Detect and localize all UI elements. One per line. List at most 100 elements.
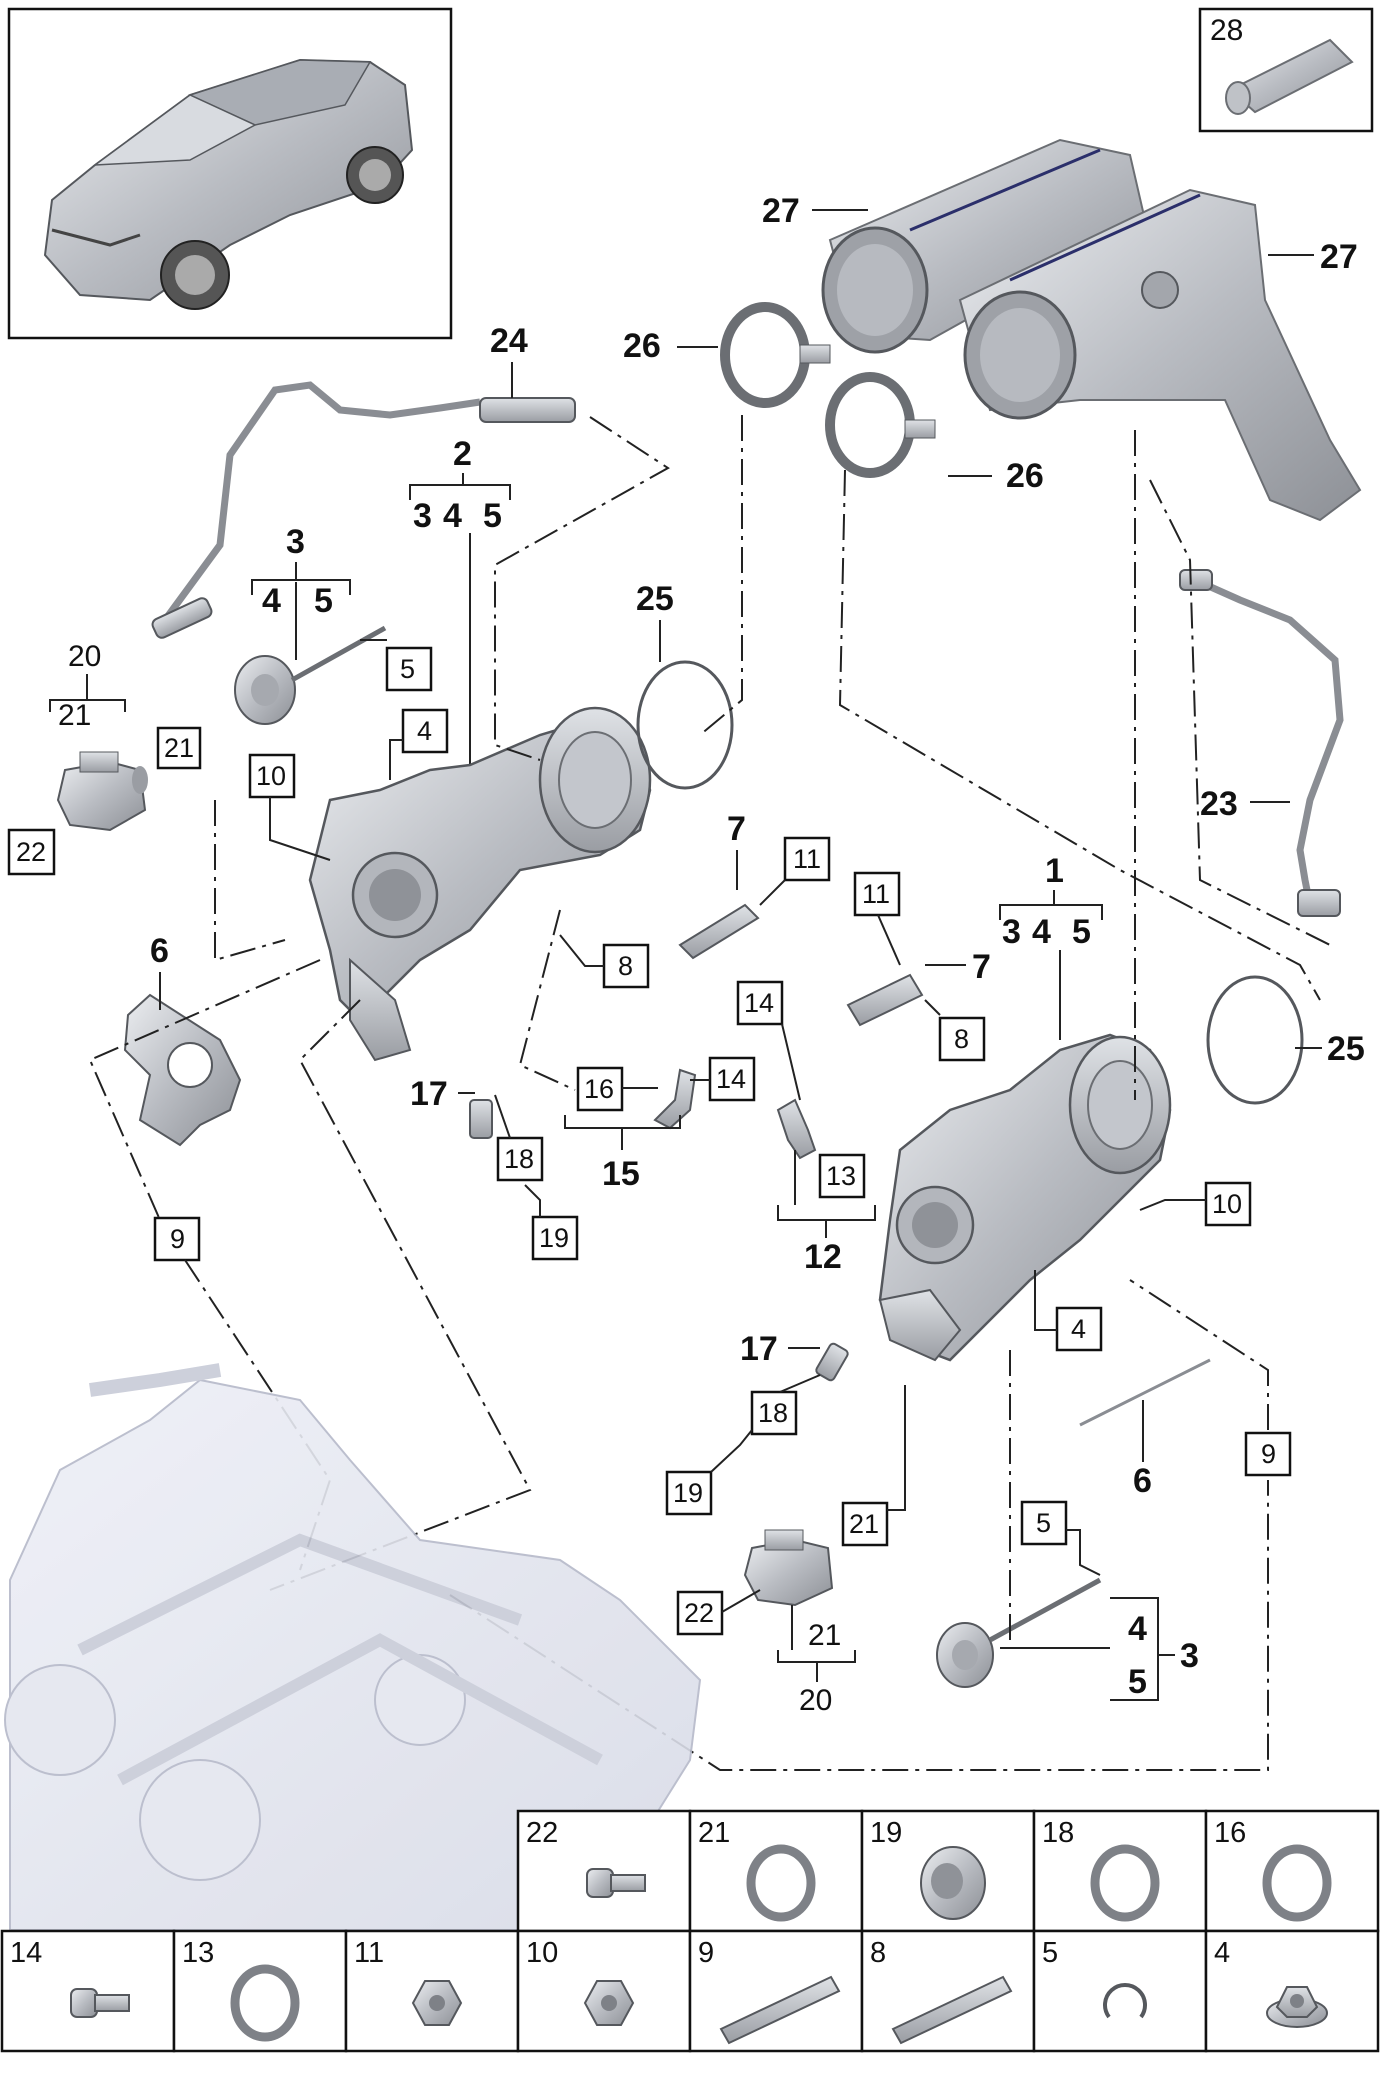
car-illustration	[43, 58, 414, 310]
legend-cell-number: 22	[526, 1817, 558, 1849]
legend-cell-number: 9	[698, 1937, 714, 1969]
nut-icon	[411, 1980, 463, 2026]
callout-14-left: 14	[716, 1064, 746, 1094]
callout-27-right: 27	[1320, 238, 1358, 276]
callout-21-right-group: 21	[808, 1619, 841, 1652]
legend-cell-number: 8	[870, 1937, 886, 1969]
plug-icon	[920, 1846, 986, 1920]
callout-13: 13	[826, 1161, 856, 1191]
pressure-sensor-left	[56, 751, 148, 832]
callout-17-right: 17	[740, 1330, 778, 1368]
callout-3-upper-sub-5: 5	[314, 582, 333, 620]
flange-nut-icon	[1266, 1986, 1328, 2028]
legend-cell-number: 18	[1042, 1817, 1074, 1849]
callout-9-left: 9	[170, 1224, 185, 1254]
box-21-right	[841, 1501, 889, 1547]
callout-10-right: 10	[1212, 1189, 1242, 1219]
box-19-right	[665, 1470, 713, 1516]
box-11-right	[853, 871, 901, 917]
bolt-icon	[586, 1868, 646, 1898]
box-11-upper	[783, 836, 831, 882]
legend-cell-number: 10	[526, 1937, 558, 1969]
callout-20-lower: 20	[799, 1684, 832, 1717]
box-22-right	[676, 1590, 724, 1636]
callout-19-right: 19	[673, 1478, 703, 1508]
callout-17-left: 17	[410, 1075, 448, 1113]
callout-19-left: 19	[539, 1223, 569, 1253]
catalytic-converter-right	[958, 188, 1362, 522]
box-10-upper	[248, 753, 296, 799]
turbocharger-left	[308, 706, 652, 1062]
callout-23: 23	[1200, 785, 1238, 823]
box-8-right	[938, 1016, 986, 1062]
callout-1-sub-5: 5	[1072, 913, 1091, 951]
legend-cell: 22	[516, 1809, 692, 1933]
callout-20-upper: 20	[68, 640, 101, 673]
wastegate-actuator-lower	[936, 1577, 1102, 1688]
vehicle-inset	[7, 7, 453, 340]
legend-cell: 16	[1204, 1809, 1380, 1933]
callout-4-right: 4	[1071, 1314, 1086, 1344]
box-5-upper	[385, 646, 433, 692]
callout-8-upper: 8	[618, 951, 633, 981]
callout-12: 12	[804, 1238, 842, 1276]
callout-22-right: 22	[684, 1598, 714, 1628]
callout-9-right: 9	[1261, 1439, 1276, 1469]
callout-24: 24	[490, 322, 528, 360]
gasket-6-right	[1079, 1358, 1211, 1427]
nut-icon	[583, 1980, 635, 2026]
seal-ring-icon	[230, 1964, 300, 2042]
callout-11-right: 11	[862, 879, 890, 909]
wastegate-actuator-upper	[234, 625, 387, 725]
seal-ring-icon	[1262, 1844, 1332, 1922]
gasket-ring-25-right	[1206, 975, 1304, 1105]
oxygen-sensor-24	[151, 381, 576, 639]
legend-cell: 5	[1032, 1929, 1208, 2053]
callout-21-right-box: 21	[849, 1509, 879, 1539]
box-9-right	[1244, 1431, 1292, 1477]
engine-background	[4, 1363, 702, 1931]
callout-3-lower: 3	[1180, 1637, 1199, 1675]
callout-1-sub-3: 3	[1002, 913, 1021, 951]
box-4-right	[1055, 1306, 1103, 1352]
callout-1-sub-4: 4	[1032, 913, 1051, 951]
callout-1: 1	[1045, 852, 1064, 890]
callout-7-right: 7	[972, 948, 991, 986]
callout-6-right: 6	[1133, 1462, 1152, 1500]
callout-5-upper: 5	[400, 654, 415, 684]
callout-11-upper: 11	[793, 844, 821, 874]
callout-28: 28	[1210, 14, 1243, 47]
box-14-right	[736, 980, 784, 1026]
seal-ring-icon	[1090, 1844, 1160, 1922]
legend-cell-number: 4	[1214, 1937, 1230, 1969]
callout-4-upper: 4	[417, 716, 432, 746]
legend-cell: 11	[344, 1929, 520, 2053]
pressure-sensor-right	[743, 1529, 834, 1607]
callout-18-right: 18	[758, 1398, 788, 1428]
callout-5-lower: 5	[1036, 1508, 1051, 1538]
box-19-left	[531, 1215, 579, 1261]
callout-7-upper: 7	[727, 810, 746, 848]
banjo-fitting-right	[776, 1098, 817, 1160]
callout-22-upper: 22	[16, 837, 46, 867]
legend-cell-number: 16	[1214, 1817, 1246, 1849]
v-band-clamp-upper	[720, 302, 831, 408]
callout-25-right: 25	[1327, 1030, 1365, 1068]
box-18-right	[750, 1390, 798, 1436]
legend-cell-number: 11	[354, 1937, 384, 1969]
callout-3-lower-sub-4: 4	[1128, 1610, 1147, 1648]
callout-27-left: 27	[762, 192, 800, 230]
legend-cell: 10	[516, 1929, 692, 2053]
callout-2-sub-4: 4	[443, 497, 462, 535]
legend-cell: 13	[172, 1929, 348, 2053]
legend-cell: 21	[688, 1809, 864, 1933]
legend-cell-number: 13	[182, 1937, 214, 1969]
callout-21-upper-group: 21	[58, 699, 91, 732]
box-21-upper	[156, 726, 202, 770]
callout-25-left: 25	[636, 580, 674, 618]
callout-21-upper-box: 21	[164, 733, 194, 763]
callout-26-upper: 26	[623, 327, 661, 365]
box-13	[818, 1153, 866, 1199]
turbocharger-right	[878, 1033, 1172, 1362]
callout-2-sub-3: 3	[413, 497, 432, 535]
